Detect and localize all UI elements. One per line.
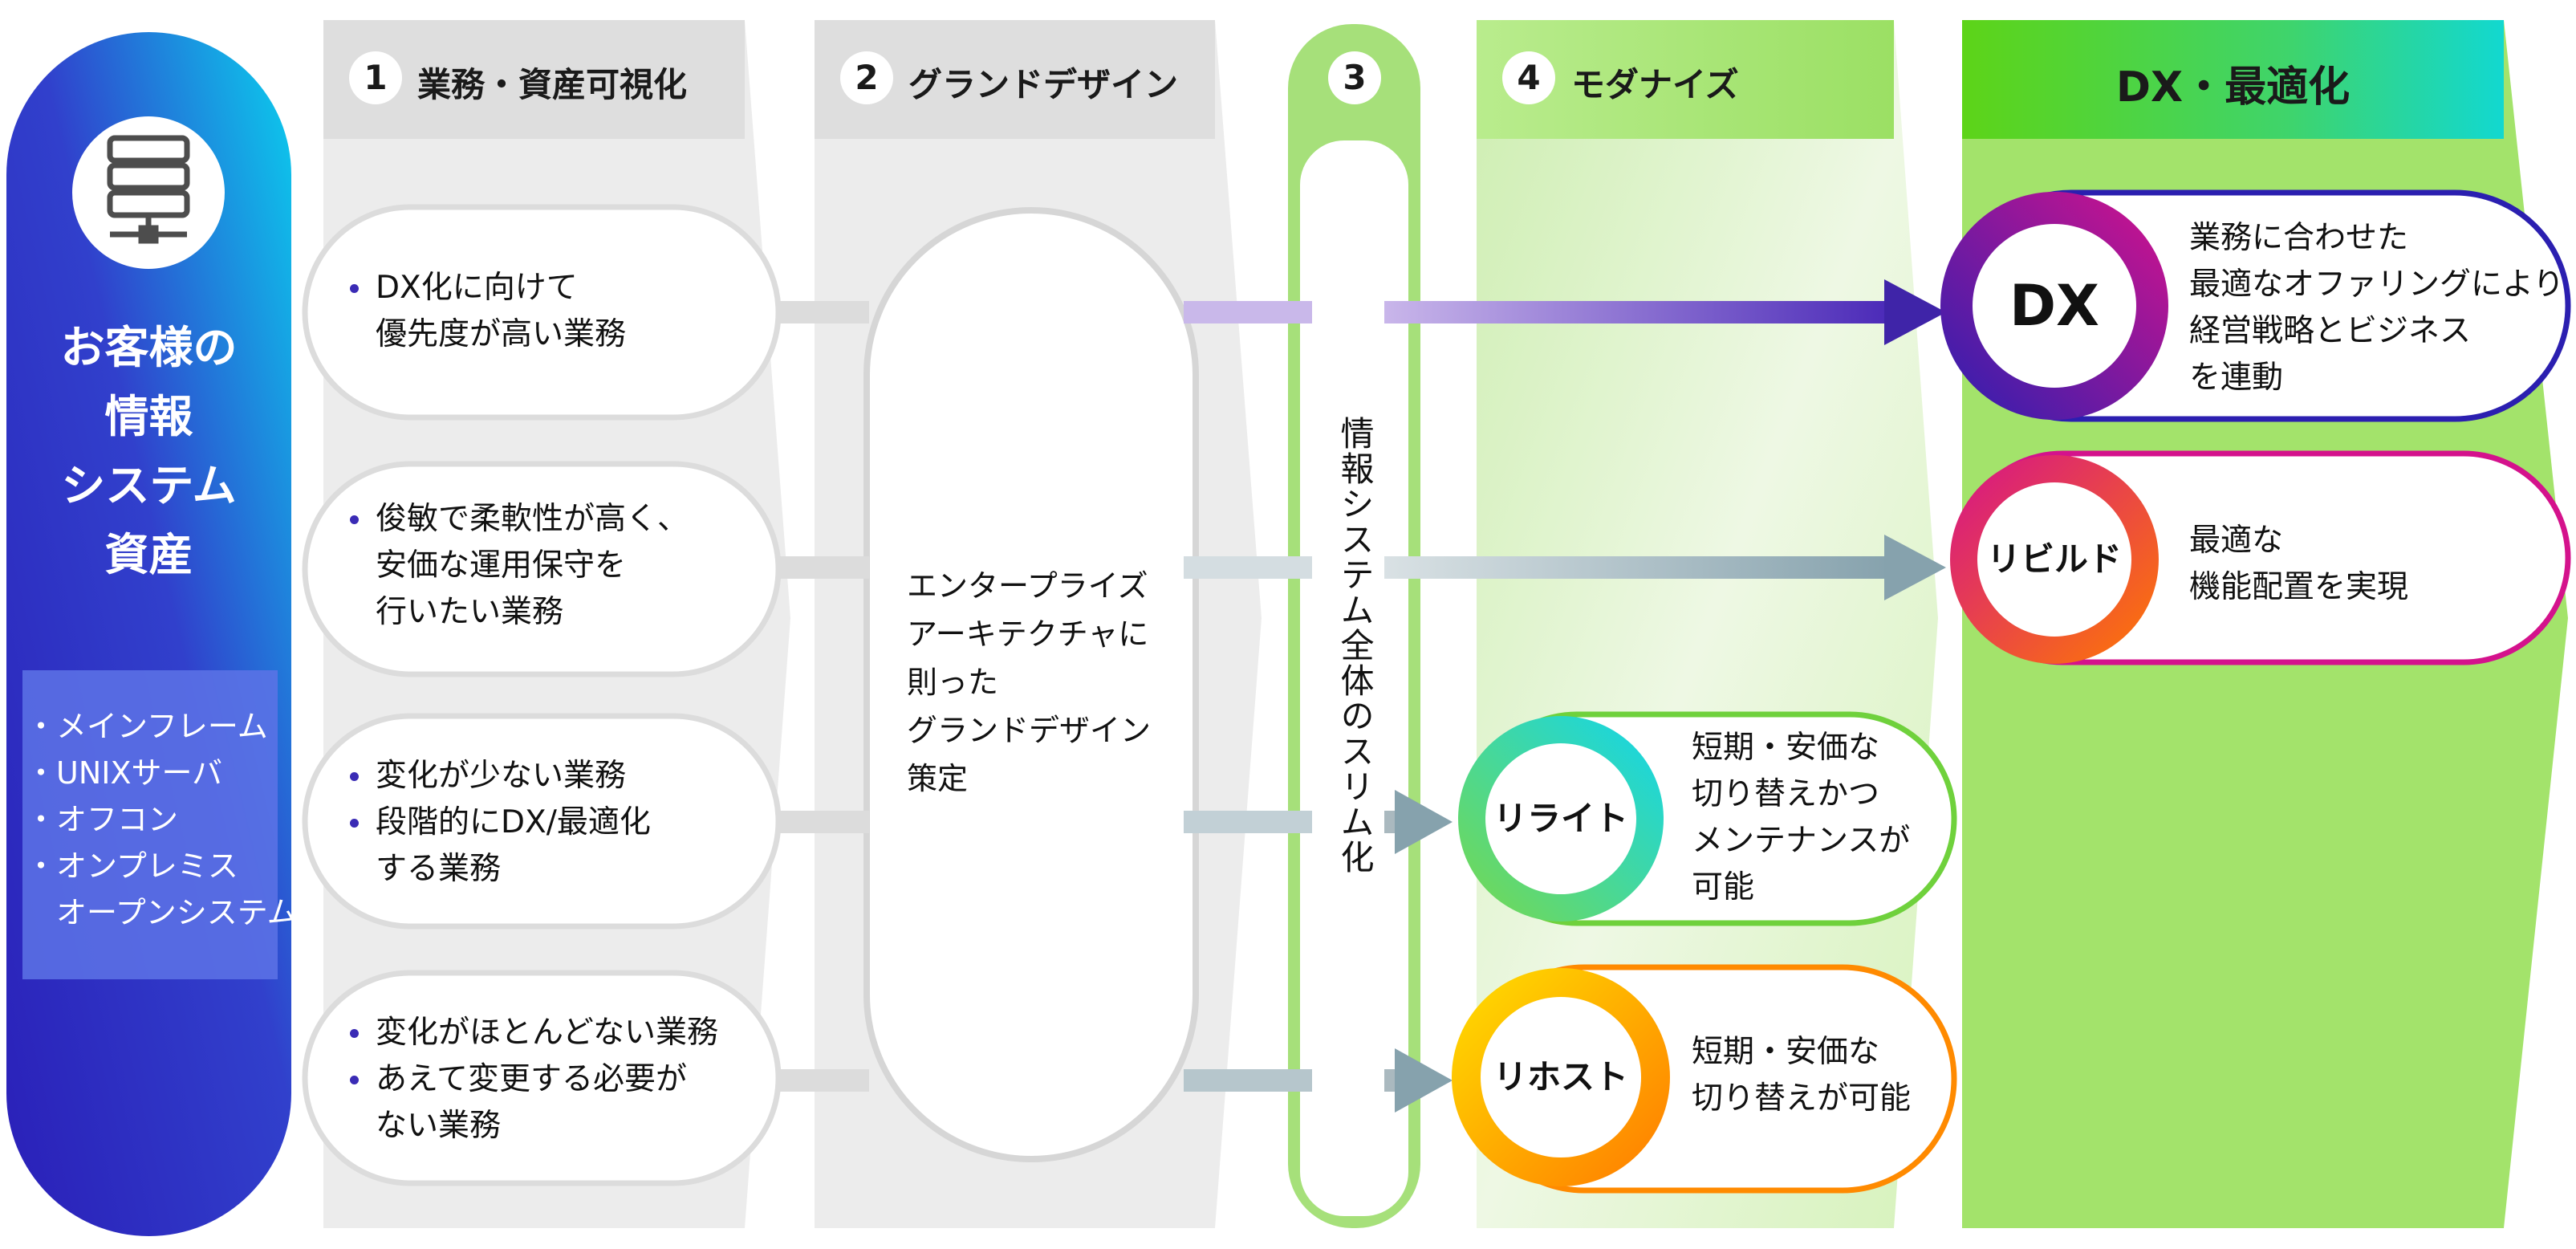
step2-number-circle <box>840 51 893 104</box>
business-text-2: 俊敏で柔軟性が高く、 安価な運用保守を 行いたい業務 <box>348 496 689 636</box>
step4-number-circle <box>1502 51 1555 104</box>
final-header: DX・最適化 <box>2115 63 2350 112</box>
step2-label: グランドデザイン <box>908 65 1179 104</box>
step4-label: モダナイズ <box>1571 65 1739 104</box>
step1-number: 1 <box>364 58 388 97</box>
step1-number-circle <box>349 51 402 104</box>
step2-number: 2 <box>855 58 879 97</box>
ring-label-rewrite: リライト <box>1493 799 1628 838</box>
grand-design-line: アーキテクチャに <box>907 616 1149 652</box>
business-line: 段階的にDX/最適化 <box>348 799 651 846</box>
arrow-rehost-segment-a <box>1184 1069 1312 1092</box>
left-title-line: 情報 <box>104 391 193 442</box>
grand-design-text: エンタープライズ アーキテクチャに 則った グランドデザイン 策定 <box>907 562 1151 803</box>
outcome-line: 切り替えが可能 <box>1692 1080 1912 1117</box>
step1-label: 業務・資産可視化 <box>417 65 688 104</box>
outcome-line: 切り替えかつ <box>1692 776 1880 812</box>
business-line: DX化に向けて <box>348 265 626 311</box>
ring-label-dx: DX <box>2009 273 2100 339</box>
outcome-line: 可能 <box>1692 869 1755 905</box>
system-item: オープンシステム <box>26 895 298 930</box>
arrow-rebuild-segment-b <box>1384 556 1890 579</box>
left-title-line: システム <box>61 460 237 511</box>
system-item: ・UNIXサーバ <box>26 755 223 791</box>
business-text-4: 変化がほとんどない業務 あえて変更する必要が ない業務 <box>348 1010 718 1149</box>
business-box-3 <box>302 713 782 930</box>
ring-label-rebuild: リビルド <box>1986 539 2122 579</box>
ring-rebuild-inner <box>1977 482 2131 637</box>
system-item: ・オンプレミス <box>26 848 238 884</box>
system-list-box <box>22 670 278 979</box>
arrow-rebuild-head <box>1884 535 1946 600</box>
step3-number-circle <box>1328 51 1381 104</box>
slim-text: 情報システム全体のスリム化 <box>1335 416 1375 875</box>
arrow-dx-segment-b <box>1384 301 1890 323</box>
business-line: 行いたい業務 <box>376 594 564 630</box>
outcome-desc-rehost: 短期・安価な 切り替えが可能 <box>1692 1029 1911 1122</box>
outcome-line: 短期・安価な <box>1692 1034 1880 1070</box>
business-line: あえて変更する必要が <box>348 1056 718 1103</box>
server-icon <box>107 135 190 244</box>
system-item: ・メインフレーム <box>26 709 268 744</box>
business-line: 安価な運用保守を <box>376 547 627 584</box>
business-line: 変化がほとんどない業務 <box>348 1010 718 1056</box>
arrow-rebuild-segment-a <box>1184 556 1312 579</box>
system-item: ・オフコン <box>26 802 179 837</box>
left-title-line: お客様の <box>60 322 238 373</box>
arrow-dx-segment-a <box>1184 301 1312 323</box>
outcome-line: 経営戦略とビジネス <box>2189 313 2472 349</box>
connector-row2 <box>774 556 869 579</box>
outcome-desc-rewrite: 短期・安価な 切り替えかつ メンテナンスが 可能 <box>1692 725 1910 911</box>
grand-design-line: エンタープライズ <box>907 568 1148 604</box>
outcome-line: 最適な <box>2189 523 2284 559</box>
business-line: 変化が少ない業務 <box>348 753 651 799</box>
outcome-line: 短期・安価な <box>1692 730 1880 766</box>
outcome-line: 業務に合わせた <box>2189 220 2409 256</box>
business-box-1 <box>302 204 782 421</box>
ring-dx-inner <box>1973 224 2136 388</box>
outcome-line: を連動 <box>2189 360 2284 396</box>
grand-design-line: 策定 <box>907 761 969 796</box>
system-list: ・メインフレーム ・UNIXサーバ ・オフコン ・オンプレミス オープンシステム <box>26 703 298 936</box>
business-box-2 <box>302 461 782 677</box>
slim-capsule-inner <box>1300 140 1408 1216</box>
ring-rewrite-inner <box>1485 743 1636 894</box>
connector-row3 <box>774 811 869 833</box>
ring-label-rehost: リホスト <box>1493 1057 1628 1096</box>
outcome-line: メンテナンスが <box>1692 823 1911 859</box>
business-line: 優先度が高い業務 <box>376 316 627 352</box>
business-line: ない業務 <box>376 1108 502 1144</box>
arrow-rehost-head <box>1395 1048 1453 1113</box>
grand-design-line: 則った <box>907 665 999 700</box>
business-line: 俊敏で柔軟性が高く、 <box>348 496 689 543</box>
arrow-dx-head <box>1884 279 1946 345</box>
connector-row4 <box>774 1069 869 1092</box>
outcome-desc-dx: 業務に合わせた 最適なオファリングにより 経営戦略とビジネス を連動 <box>2189 215 2564 401</box>
step3-number: 3 <box>1343 58 1367 97</box>
business-line: する業務 <box>376 851 502 887</box>
grand-design-pill <box>863 207 1199 1162</box>
left-title-line: 資産 <box>104 529 193 580</box>
ring-rehost-inner <box>1481 997 1641 1157</box>
connector-row1 <box>774 301 869 323</box>
business-text-1: DX化に向けて 優先度が高い業務 <box>348 265 626 358</box>
business-box-4 <box>302 970 782 1186</box>
step4-number: 4 <box>1517 58 1541 97</box>
outcome-line: 機能配置を実現 <box>2189 569 2409 605</box>
dx-header-band <box>1962 20 2504 139</box>
left-panel-title: お客様の 情報 システム 資産 <box>6 313 291 589</box>
grand-design-line: グランドデザイン <box>907 713 1152 748</box>
outcome-line: 最適なオファリングにより <box>2189 266 2565 303</box>
arrow-rewrite-segment-a <box>1184 811 1312 833</box>
outcome-desc-rebuild: 最適な 機能配置を実現 <box>2189 518 2408 611</box>
arrow-rewrite-head <box>1395 790 1453 854</box>
business-text-3: 変化が少ない業務 段階的にDX/最適化 する業務 <box>348 753 651 893</box>
